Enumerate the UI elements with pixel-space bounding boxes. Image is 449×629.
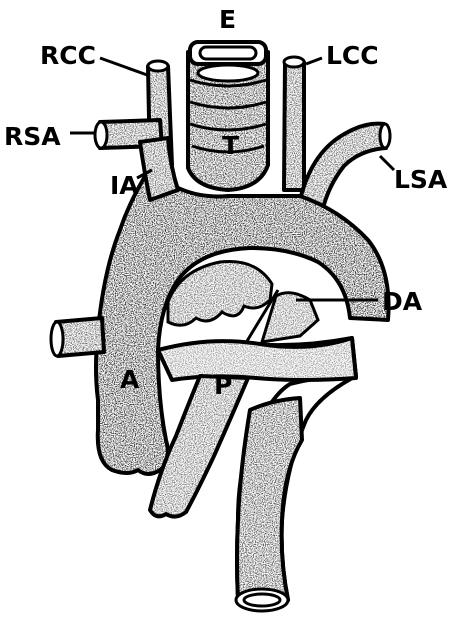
label-da: DA — [382, 287, 423, 316]
label-ia: IA — [110, 171, 139, 200]
label-e: E — [219, 5, 236, 34]
esophagus-trachea — [188, 42, 268, 190]
left-common-carotid — [284, 57, 304, 190]
label-rsa: RSA — [4, 122, 61, 151]
label-lcc: LCC — [326, 41, 379, 70]
label-a: A — [120, 365, 140, 394]
side-vessel-stub — [51, 318, 104, 356]
label-t: T — [222, 131, 239, 160]
label-p: P — [214, 371, 232, 400]
left-subclavian-artery — [300, 124, 390, 212]
descending-aorta — [236, 398, 302, 611]
label-rcc: RCC — [40, 41, 96, 70]
trachea-behind-arch — [168, 261, 318, 342]
label-lsa: LSA — [394, 165, 448, 194]
